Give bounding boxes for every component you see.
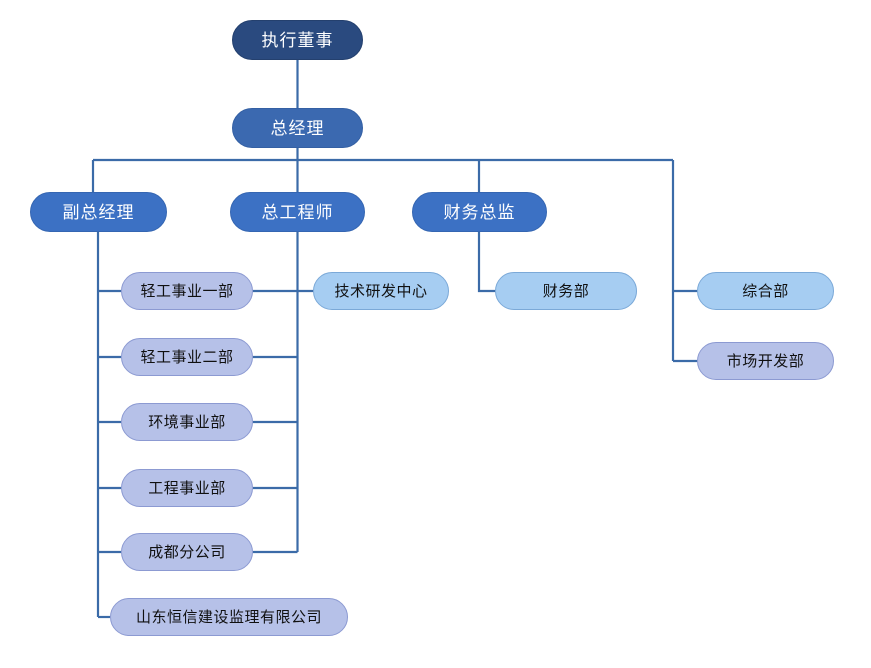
node-label: 轻工事业二部 [140,348,234,366]
node-shandong-hengxin-supervision[interactable]: 山东恒信建设监理有限公司 [110,598,348,636]
node-chengdu-branch[interactable]: 成都分公司 [121,533,253,571]
node-general-affairs-department[interactable]: 综合部 [697,272,834,310]
node-label: 综合部 [742,282,789,300]
node-chief-engineer[interactable]: 总工程师 [230,192,365,232]
node-label: 轻工事业一部 [140,282,234,300]
node-light-industry-div-2[interactable]: 轻工事业二部 [121,338,253,376]
node-deputy-general-manager[interactable]: 副总经理 [30,192,167,232]
node-rnd-center[interactable]: 技术研发中心 [313,272,449,310]
node-label: 成都分公司 [148,543,226,561]
node-engineering-division[interactable]: 工程事业部 [121,469,253,507]
node-label: 工程事业部 [148,479,226,497]
node-label: 技术研发中心 [334,282,428,300]
node-finance-director[interactable]: 财务总监 [412,192,547,232]
node-exec-director[interactable]: 执行董事 [232,20,363,60]
node-market-development-department[interactable]: 市场开发部 [697,342,834,380]
edge-finance-director-to-finance-dept [477,232,495,293]
node-label: 财务总监 [443,202,516,222]
node-label: 山东恒信建设监理有限公司 [135,608,322,626]
node-label: 财务部 [542,282,590,300]
node-label: 市场开发部 [726,352,805,370]
node-label: 总工程师 [261,202,334,222]
node-label: 执行董事 [261,30,334,50]
node-general-manager[interactable]: 总经理 [232,108,363,148]
node-environment-division[interactable]: 环境事业部 [121,403,253,441]
node-label: 总经理 [270,118,325,138]
node-finance-department[interactable]: 财务部 [495,272,637,310]
node-label: 副总经理 [62,202,135,222]
node-light-industry-div-1[interactable]: 轻工事业一部 [121,272,253,310]
node-label: 环境事业部 [148,413,226,431]
